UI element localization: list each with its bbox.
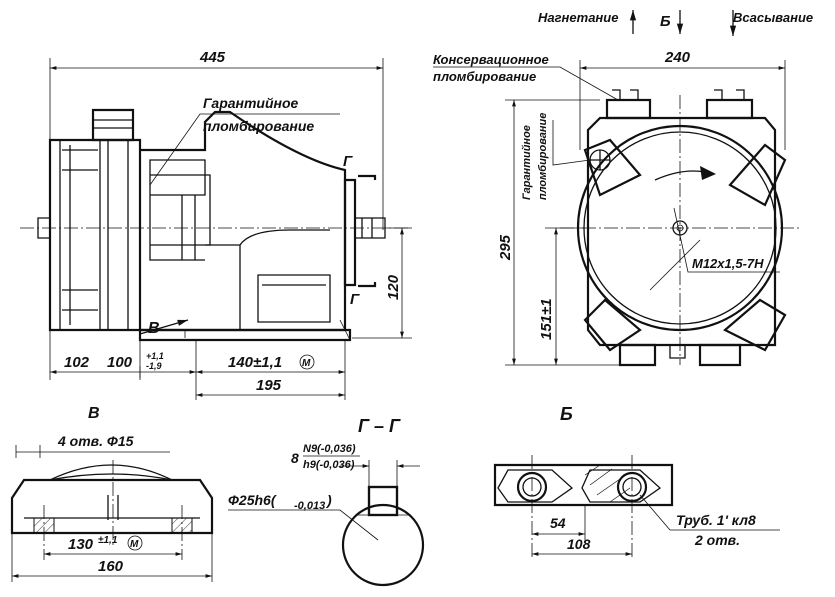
flow-labels: Нагнетание Б Всасывание [538,9,813,36]
bolt-head-left [37,217,51,239]
dim-445: 445 [199,49,226,66]
base-foot [138,328,352,342]
saddle-curve [49,464,173,481]
shaft-leader [228,509,379,541]
flange-plate [343,178,357,287]
section-g-bottom: Г [350,291,360,308]
lug-bottom-left [583,298,642,352]
pump-housing [140,110,347,332]
pipe-label: Труб. 1' кл8 [676,512,756,528]
section-gg-label: Г – Г [358,416,401,436]
dim-120: 120 [385,274,402,300]
side-view: 240 Консервационное пломбирование [433,49,800,367]
view-b-bottom: Б 54 108 Труб. 1' кл8 2 отв. [493,404,780,560]
dim-130-tol: ±1,1 [98,535,118,546]
view-v-label: В [88,405,100,422]
motor-end-cap [48,138,142,332]
dim-100: 100 [107,354,133,371]
drain-right [698,343,742,367]
section-gg: Г – Г 8 N9(-0,036) h9(-0,036) Ф25h6( -0,… [228,416,425,587]
foot-window [257,274,331,323]
warranty-seal-vertical-2: пломбирование [537,113,549,200]
conservation-seal-leader [433,66,619,101]
key-tol-2: h9(-0,036) [303,459,355,471]
thread-leader [673,207,780,273]
discharge-label: Нагнетание [538,10,618,25]
shaft-dia: Ф25h6( [228,492,277,508]
shaft-section [341,503,425,587]
holes-label: 4 отв. Ф15 [57,433,134,449]
dim-140-mark: M [302,358,311,369]
dim-140: 140±1,1 [228,354,282,371]
dim-102: 102 [64,354,90,371]
warranty-seal-label: Гарантийное [203,95,299,111]
dim-54: 54 [550,515,566,531]
conservation-seal-label: Консервационное [433,52,549,67]
dim-100-tol-down: -1,9 [146,361,162,371]
conservation-seal-label-2: пломбирование [433,69,536,84]
pump-body-side [586,116,777,347]
dim-100-tol-up: +1,1 [146,351,164,361]
section-g-top: Г [343,153,353,170]
view-v-arrow-label: В [148,320,160,337]
dim-130: 130 [68,536,94,553]
shaft-dia-tol: -0,013 [294,500,325,512]
pipe-count: 2 отв. [694,532,740,548]
key-width: 8 [291,450,299,466]
dim-195: 195 [256,377,282,394]
key-tol-1: N9(-0,036) [303,443,356,455]
dim-160: 160 [98,558,124,575]
warranty-seal-label-2: пломбирование [203,118,314,134]
dim-108: 108 [567,536,591,552]
view-b-mark: Б [660,13,671,30]
discharge-boss [605,98,652,120]
lug-top-left [583,138,642,197]
suction-boss [705,98,754,120]
warranty-seal-vertical: Гарантийное [521,125,533,200]
lug-top-right [728,143,787,207]
dim-130-mark: M [130,539,139,550]
flange-strip [493,463,674,507]
top-boss [91,108,135,142]
section-mark-top [358,174,377,180]
view-b-bottom-label: Б [560,404,573,424]
shaft-end [354,217,386,239]
drain-left [618,343,657,367]
shaft-dia-close: ) [325,492,332,508]
lug-bottom-right [723,298,787,352]
dim-151: 151±1 [538,298,555,340]
front-view: 445 Г Г Гарантийное пломбирование [20,49,412,400]
thread-label: M12x1,5-7H [692,256,764,271]
suction-label: Всасывание [733,10,813,25]
warranty-seal-leader [149,113,340,186]
dim-240: 240 [664,49,691,66]
view-v: В 4 отв. Ф15 130 ±1,1 M 160 [10,405,214,582]
key-section [367,485,399,517]
pipe-leader [639,494,780,531]
dim-295: 295 [497,234,514,261]
